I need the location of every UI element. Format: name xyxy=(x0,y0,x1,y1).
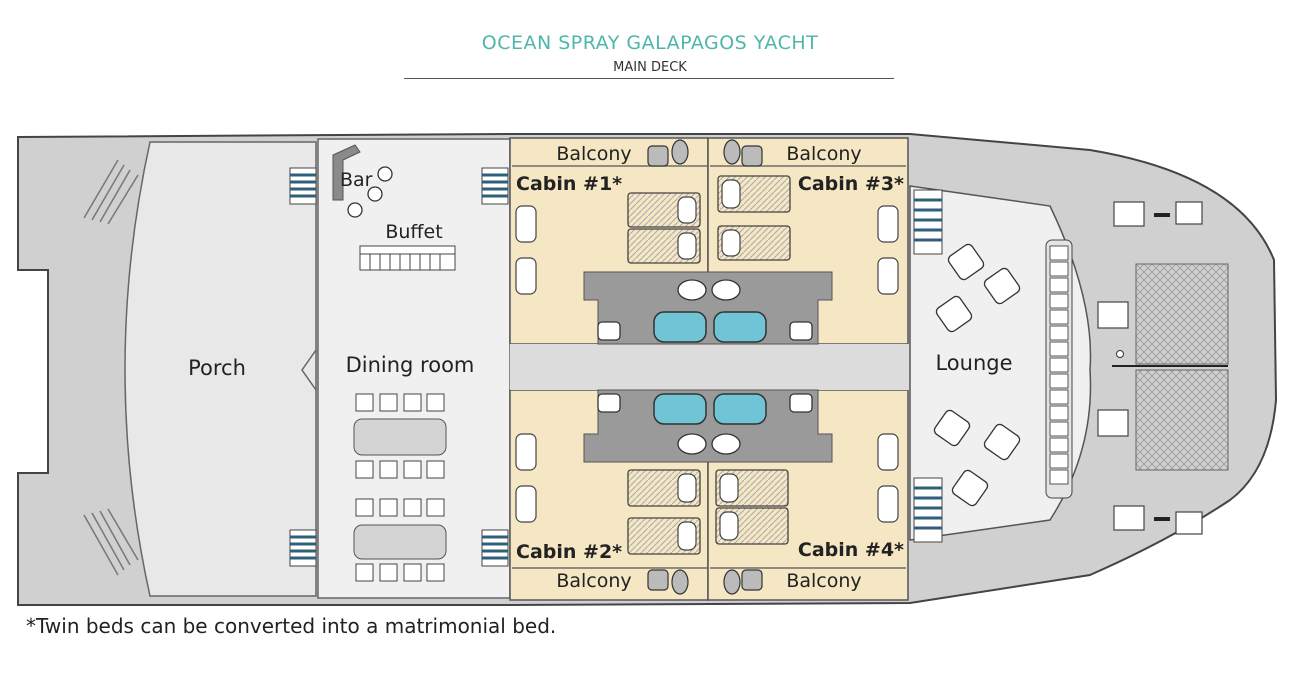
stairs-dining-top-left xyxy=(289,167,317,205)
central-corridor xyxy=(510,344,910,390)
buffet-counter xyxy=(359,245,456,271)
bar-label: Bar xyxy=(340,169,373,191)
bathroom-block-lower xyxy=(583,389,833,463)
lounge-bench-seats xyxy=(1049,245,1069,485)
toilets xyxy=(597,279,813,455)
title-divider xyxy=(404,78,894,79)
lounge-armchairs xyxy=(933,243,1021,507)
porch-stairs-bottom xyxy=(83,508,139,576)
stairs-dining-bottom-right xyxy=(481,529,509,567)
bar-counter xyxy=(332,144,361,201)
cabin-seats xyxy=(515,205,899,523)
deck-subtitle: MAIN DECK xyxy=(613,60,687,75)
cabin-4-label: Cabin #4* xyxy=(798,539,904,561)
porch-label: Porch xyxy=(188,356,246,380)
stairs-dining-top-right xyxy=(481,167,509,205)
bathroom-block xyxy=(583,271,833,345)
dining-room-label: Dining room xyxy=(346,353,475,377)
beds xyxy=(627,175,791,555)
footnote: *Twin beds can be converted into a matri… xyxy=(26,614,557,638)
buffet-label: Buffet xyxy=(385,221,442,243)
diagram-title: OCEAN SPRAY GALAPAGOS YACHT xyxy=(481,32,819,54)
porch-area xyxy=(124,141,317,597)
bow-hatches xyxy=(1097,201,1203,535)
balcony-furniture xyxy=(647,139,763,595)
stairs-lounge-bottom xyxy=(913,477,943,543)
anchor-point xyxy=(1116,350,1124,358)
cabin-2-label: Cabin #2* xyxy=(516,541,622,563)
stairs-dining-bottom-left xyxy=(289,529,317,567)
lounge-label: Lounge xyxy=(935,351,1012,375)
cabin-1-label: Cabin #1* xyxy=(516,173,622,195)
balcony-2-label: Balcony xyxy=(556,570,631,592)
balcony-1-label: Balcony xyxy=(556,143,631,165)
balcony-4-label: Balcony xyxy=(786,570,861,592)
showers xyxy=(653,311,767,425)
dining-table-1 xyxy=(353,393,447,479)
dining-table-2 xyxy=(353,498,447,582)
porch-stairs-top xyxy=(83,159,139,225)
balcony-3-label: Balcony xyxy=(786,143,861,165)
bow-nets xyxy=(1112,263,1229,471)
cabin-3-label: Cabin #3* xyxy=(798,173,904,195)
stairs-lounge-top xyxy=(913,189,943,255)
bar-stools xyxy=(347,166,393,218)
bow-cleats xyxy=(1154,213,1170,521)
